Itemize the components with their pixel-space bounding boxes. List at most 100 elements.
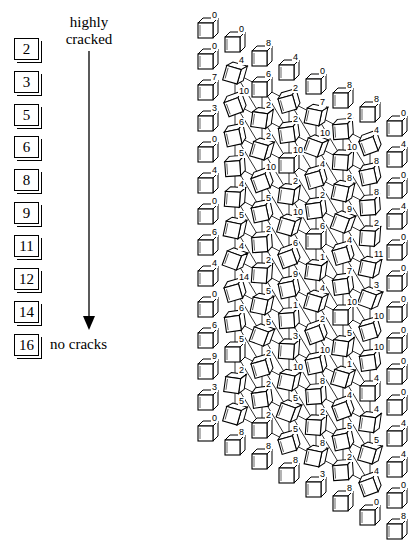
crystal-cube [333, 305, 353, 325]
crack-count: 2 [238, 366, 245, 375]
crack-count: 4 [238, 242, 245, 251]
crystal-cube [198, 111, 218, 131]
crack-count: 5 [265, 287, 272, 296]
crystal-cube [360, 505, 380, 525]
legend-box: 3 [14, 71, 39, 93]
legend-label: highly cracked [58, 14, 120, 47]
crack-count: 7 [346, 267, 353, 276]
crack-count: 2 [319, 315, 326, 324]
crystal-cube [225, 32, 245, 52]
crack-count: 2 [373, 219, 380, 228]
crack-count: 2 [292, 84, 299, 93]
crack-count: 0 [211, 414, 218, 423]
crack-count: 4 [373, 467, 380, 476]
crystal-cube [279, 463, 299, 483]
crystal-cube [279, 153, 299, 173]
crystal-cube [224, 372, 247, 395]
crack-count: 2 [265, 256, 272, 265]
crystal-cube [387, 426, 407, 446]
crack-count: 2 [265, 349, 272, 358]
crack-count: 3 [373, 281, 380, 290]
crack-level: 6 [23, 140, 31, 155]
legend-label: no cracks [50, 336, 140, 353]
crack-count: 5 [238, 149, 245, 158]
crystal-cube [359, 411, 382, 434]
crystal-cube [387, 240, 407, 260]
crack-count: 2 [265, 225, 272, 234]
crack-count: 6 [292, 239, 299, 248]
crack-count: 4 [238, 56, 245, 65]
crystal-cube [360, 102, 380, 122]
crystal-cube [198, 328, 218, 348]
crystal-cube [279, 60, 299, 80]
crack-count: 14 [238, 273, 250, 282]
legend-box: 11 [14, 235, 39, 257]
crack-count: 2 [319, 191, 326, 200]
crystal-cube [252, 418, 272, 438]
crystal-cube [332, 273, 355, 296]
crack-count: 10 [292, 208, 304, 217]
legend-box: 12 [14, 268, 39, 290]
crystal-cube [224, 310, 247, 333]
crystal-cube [198, 173, 218, 193]
crack-count: 0 [211, 197, 218, 206]
crystal-cube [251, 107, 274, 130]
crystal-cube [198, 49, 218, 69]
crack-count: 4 [400, 419, 407, 428]
crystal-cube [332, 335, 355, 358]
crystal-cube [333, 88, 353, 108]
crack-count: 4 [211, 166, 218, 175]
legend-box: 14 [14, 301, 39, 323]
crack-count: 3 [319, 470, 326, 479]
crack-count: 8 [400, 512, 407, 521]
crystal-cube [198, 18, 218, 38]
crystal-cube [387, 519, 407, 539]
crack-count: 4 [400, 450, 407, 459]
crack-count: 0 [400, 481, 407, 490]
crack-count: 2 [265, 132, 272, 141]
crack-count: 4 [346, 236, 353, 245]
crack-count: 2 [265, 380, 272, 389]
crack-count: 4 [373, 126, 380, 135]
crack-count: 2 [292, 177, 299, 186]
crystal-cube [252, 46, 272, 66]
crystal-cube [198, 359, 218, 379]
crack-count: 0 [211, 11, 218, 20]
crack-level: 5 [23, 108, 31, 123]
crack-count: 10 [292, 363, 304, 372]
crystal-cube [278, 183, 301, 206]
legend-box: 5 [14, 104, 39, 126]
crystal-cube [359, 225, 380, 246]
crystal-cube [278, 121, 301, 144]
crystal-cube [198, 142, 218, 162]
crack-level: 3 [23, 75, 31, 90]
crack-count: 7 [211, 73, 218, 82]
crack-level: 12 [19, 272, 34, 287]
crack-count: 8 [292, 456, 299, 465]
crystal-cube [198, 297, 218, 317]
crack-count: 6 [238, 304, 245, 313]
crack-count: 10 [373, 343, 385, 352]
legend-box: 2 [14, 38, 39, 60]
crack-count: 10 [319, 346, 331, 355]
crack-count: 4 [292, 53, 299, 62]
crack-count: 4 [400, 202, 407, 211]
crystal-cube [252, 77, 272, 97]
crack-count: 0 [211, 290, 218, 299]
crack-level: 11 [19, 239, 33, 254]
crack-count: 8 [373, 157, 380, 166]
crack-level: 8 [23, 173, 31, 188]
crack-count: 0 [400, 388, 407, 397]
crystal-cube [306, 74, 326, 94]
crack-count: 0 [211, 135, 218, 144]
crack-count: 10 [265, 163, 277, 172]
crack-count: 5 [238, 211, 245, 220]
crack-count: 4 [373, 374, 380, 383]
crack-count: 1 [292, 301, 299, 310]
crystal-cube [359, 194, 380, 215]
crack-count: 10 [238, 87, 250, 96]
crystal-cube [332, 149, 353, 170]
crystal-cube [332, 459, 353, 480]
crystal-cube [305, 383, 326, 404]
crystal-cube [387, 178, 407, 198]
